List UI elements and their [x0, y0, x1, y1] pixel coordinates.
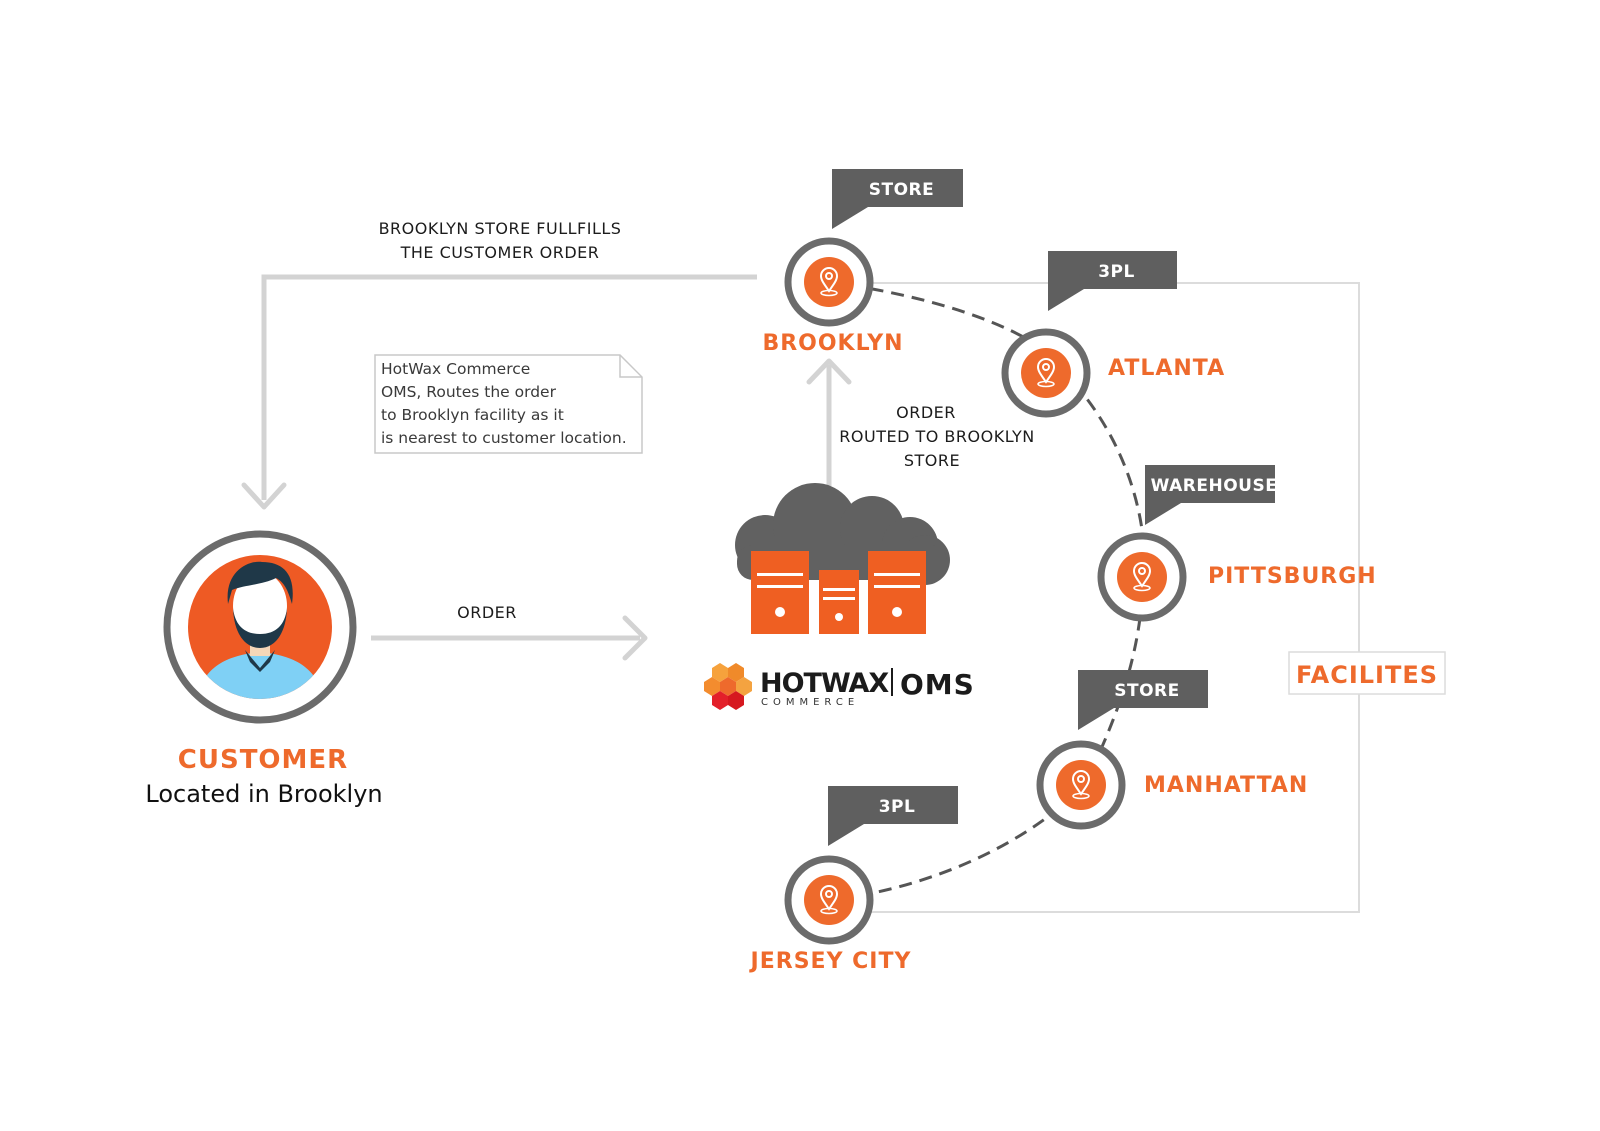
facility-type: 3PL	[879, 797, 916, 817]
facility-jersey-city: 3PL JERSEY CITY	[749, 786, 958, 974]
hotwax-logo: HOTWAX COMMERCE OMS	[704, 663, 975, 710]
fulfill-arrow	[241, 274, 757, 510]
facility-tag: 3PL	[1048, 251, 1177, 311]
facility-tag: STORE	[832, 169, 963, 229]
fulfill-label-line2: THE CUSTOMER ORDER	[400, 243, 600, 262]
facility-manhattan: STORE MANHATTAN	[1036, 670, 1308, 830]
facility-name: PITTSBURGH	[1208, 564, 1377, 589]
note-line2: OMS, Routes the order	[381, 383, 557, 401]
facility-name: MANHATTAN	[1144, 773, 1308, 798]
order-arrow	[371, 615, 648, 661]
note-line1: HotWax Commerce	[381, 360, 530, 378]
cloud-servers-icon	[735, 483, 950, 634]
location-pin-icon	[1001, 328, 1091, 418]
facility-type: 3PL	[1098, 262, 1135, 282]
facility-name: ATLANTA	[1108, 356, 1225, 381]
facilities-label-box	[1288, 651, 1446, 695]
fulfill-label-line1: BROOKLYN STORE FULLFILLS	[379, 219, 622, 238]
facility-nodes: STORE BROOKLYN 3PL ATLANTA WAREHOUSE PITTSBUR…	[749, 169, 1377, 974]
facility-tag: STORE	[1078, 670, 1208, 730]
facility-name: JERSEY CITY	[749, 949, 912, 974]
facility-tag: 3PL	[828, 786, 958, 846]
facility-tag: WAREHOUSE	[1145, 465, 1277, 525]
customer-title: CUSTOMER	[178, 745, 348, 775]
location-pin-icon	[1036, 740, 1126, 830]
facility-atlanta: 3PL ATLANTA	[1001, 251, 1225, 418]
order-label: ORDER	[457, 603, 517, 622]
facility-name: BROOKLYN	[762, 331, 903, 356]
customer-subtitle: Located in Brooklyn	[145, 780, 382, 808]
routed-label-line2: ROUTED TO BROOKLYN	[839, 427, 1034, 446]
facilities-label: FACILITES	[1296, 661, 1438, 689]
routed-arrow	[806, 358, 852, 486]
facility-type: WAREHOUSE	[1151, 476, 1278, 496]
logo-brand: HOTWAX	[760, 668, 889, 699]
customer-avatar	[163, 530, 357, 724]
logo-product: OMS	[900, 668, 975, 701]
routed-label-line3: STORE	[904, 451, 960, 470]
facility-brooklyn: STORE BROOKLYN	[762, 169, 963, 356]
location-pin-icon	[1097, 532, 1187, 622]
note-line4: is nearest to customer location.	[381, 429, 627, 447]
note-line3: to Brooklyn facility as it	[381, 406, 564, 424]
logo-sub: COMMERCE	[761, 697, 859, 708]
routed-label-line1: ORDER	[896, 403, 956, 422]
facility-type: STORE	[1114, 681, 1180, 701]
routing-note: HotWax Commerce OMS, Routes the order to…	[374, 354, 643, 454]
location-pin-icon	[784, 855, 874, 945]
location-pin-icon	[784, 237, 874, 327]
facility-pittsburgh: WAREHOUSE PITTSBURGH	[1097, 465, 1377, 622]
hotwax-hexagons-icon	[704, 663, 752, 710]
facility-type: STORE	[869, 180, 935, 200]
